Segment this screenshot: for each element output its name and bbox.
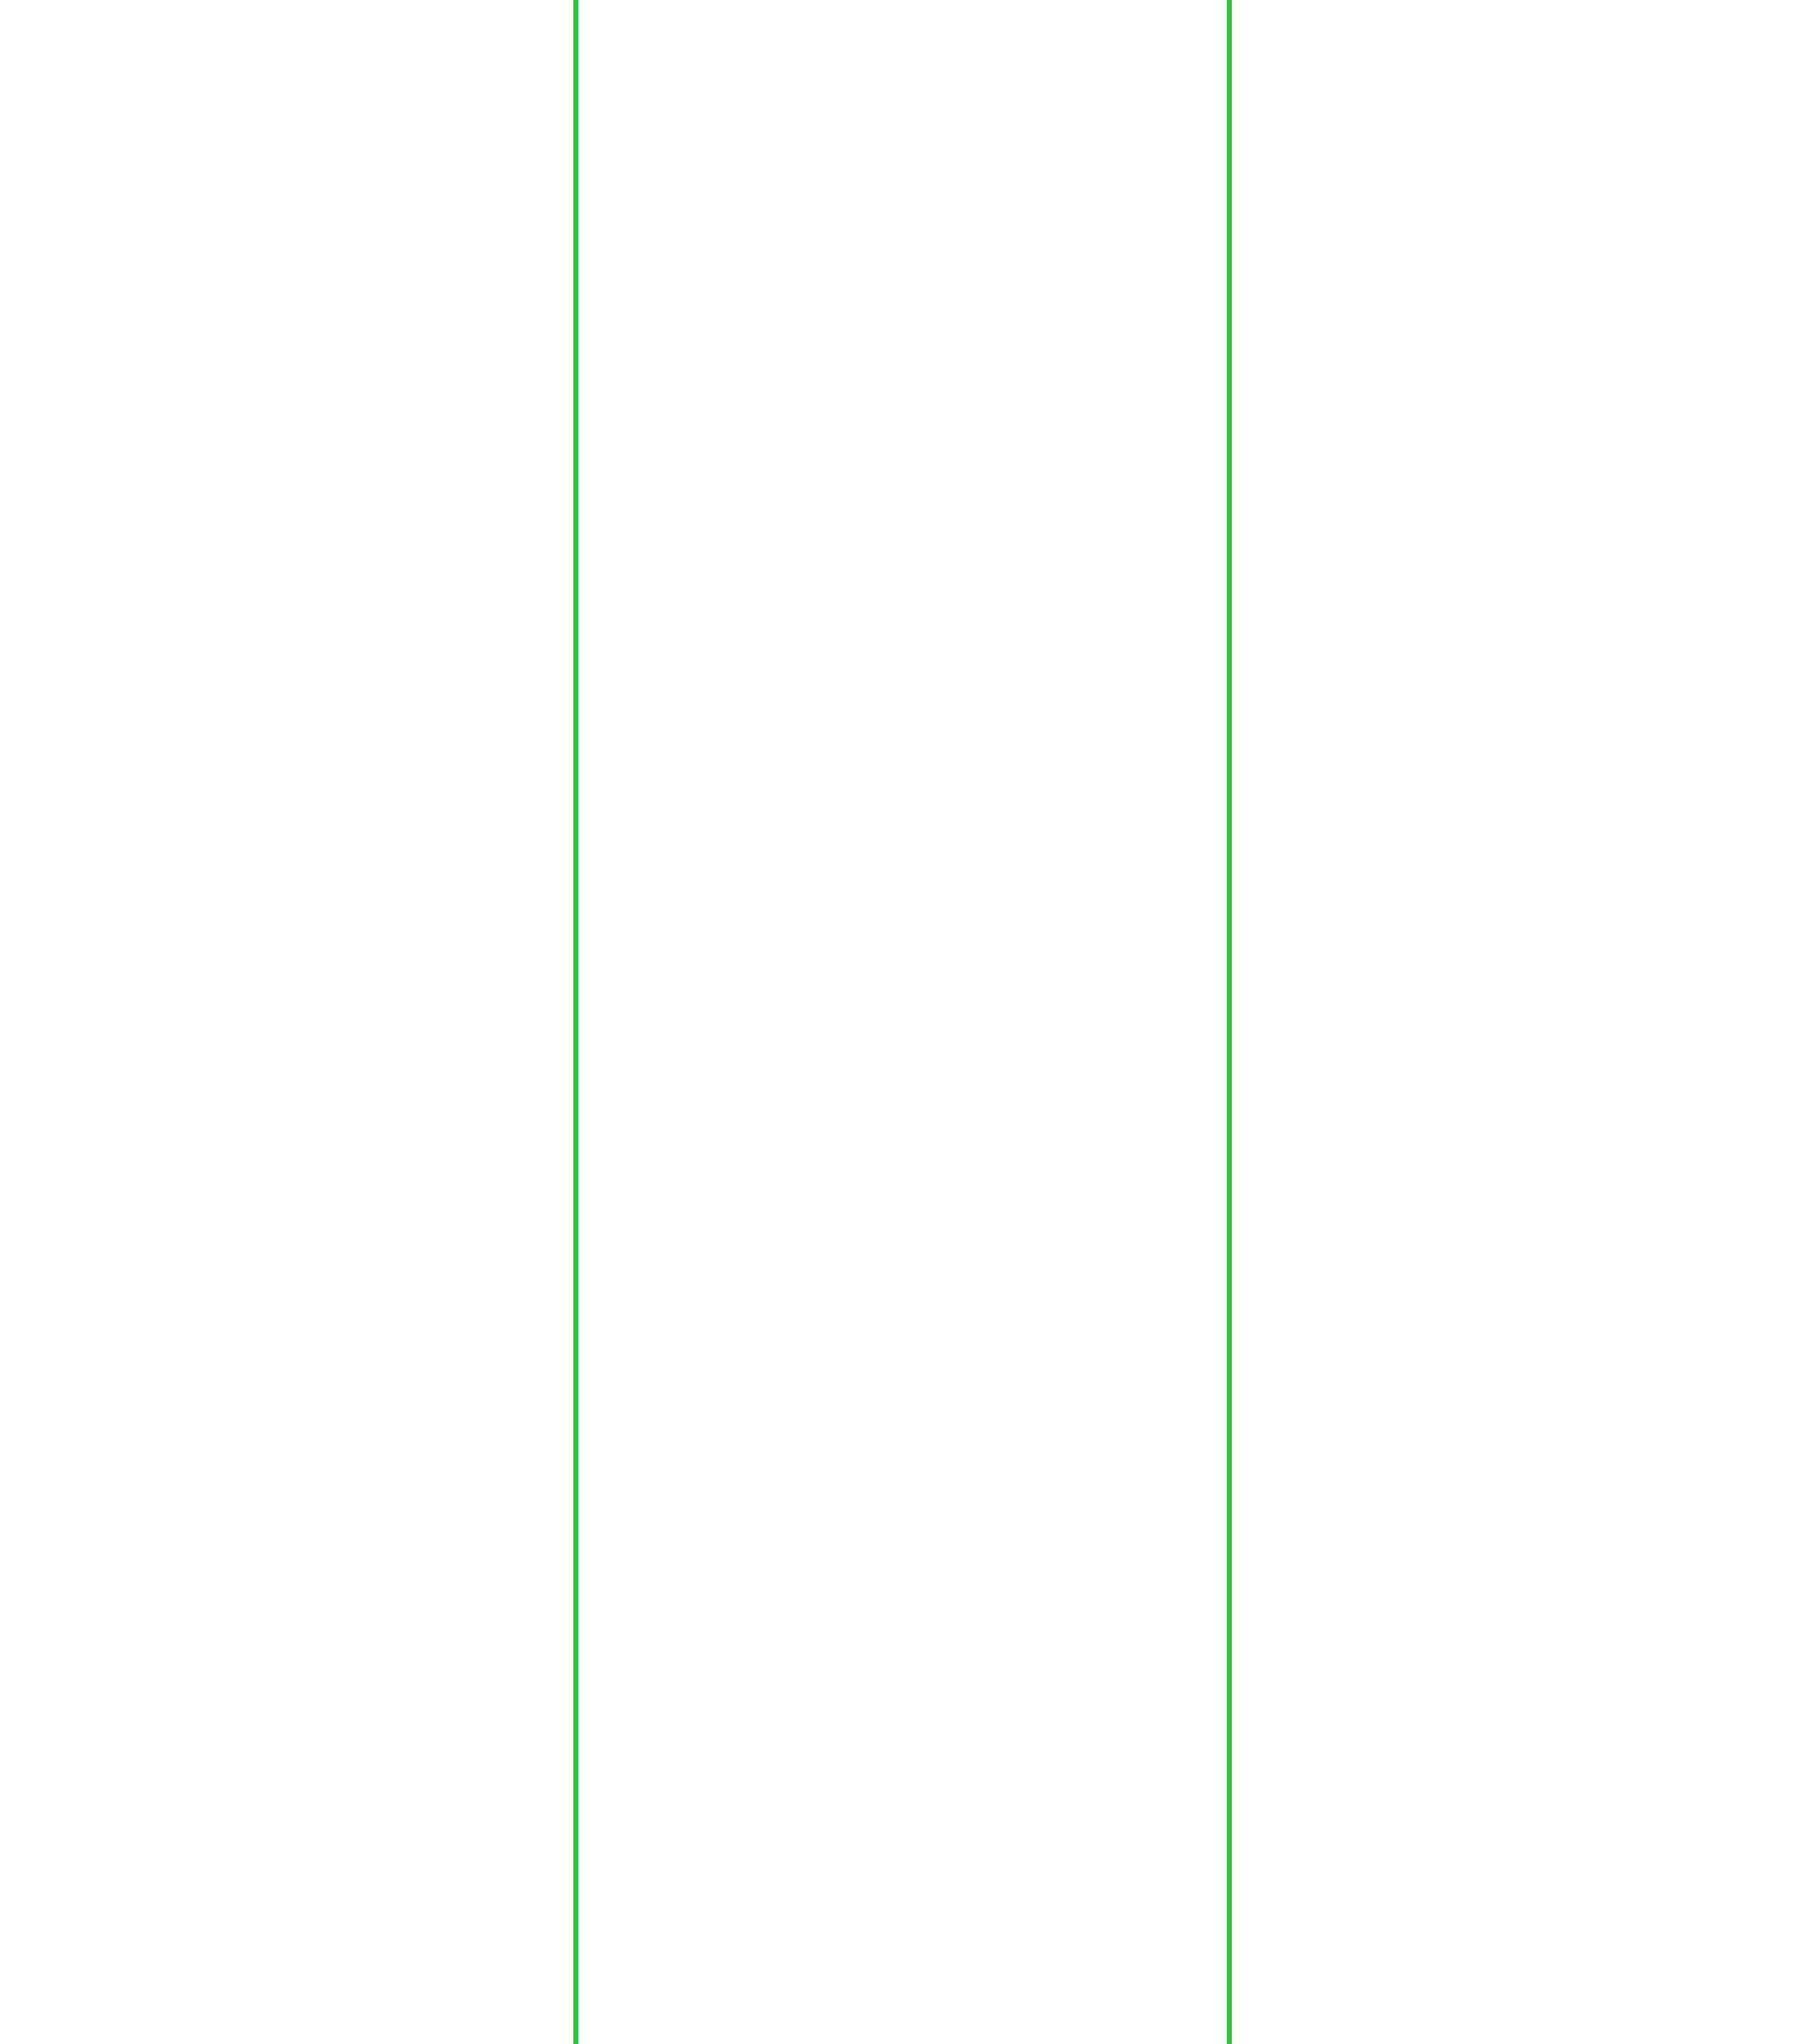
left-column-divider	[573, 0, 578, 2044]
right-column-divider	[1227, 0, 1232, 2044]
